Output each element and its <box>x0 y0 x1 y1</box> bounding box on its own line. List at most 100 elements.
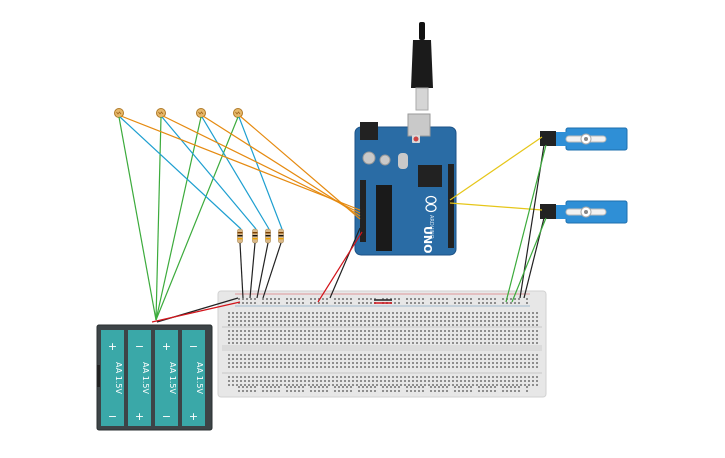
breadboard-hole[interactable] <box>392 334 394 336</box>
breadboard-hole[interactable] <box>296 366 298 368</box>
breadboard-hole[interactable] <box>352 312 354 314</box>
breadboard-hole[interactable] <box>332 320 334 322</box>
breadboard-hole[interactable] <box>508 312 510 314</box>
breadboard-hole[interactable] <box>324 384 326 386</box>
breadboard-hole[interactable] <box>232 324 234 326</box>
breadboard-hole[interactable] <box>492 362 494 364</box>
breadboard-hole[interactable] <box>412 312 414 314</box>
breadboard-hole[interactable] <box>332 334 334 336</box>
breadboard-hole[interactable] <box>406 386 408 388</box>
breadboard-hole[interactable] <box>272 330 274 332</box>
breadboard-hole[interactable] <box>352 330 354 332</box>
breadboard-hole[interactable] <box>444 320 446 322</box>
breadboard-hole[interactable] <box>456 354 458 356</box>
breadboard-hole[interactable] <box>452 334 454 336</box>
breadboard-hole[interactable] <box>314 386 316 388</box>
breadboard-hole[interactable] <box>468 384 470 386</box>
breadboard-hole[interactable] <box>256 354 258 356</box>
breadboard-hole[interactable] <box>270 302 272 304</box>
breadboard-hole[interactable] <box>248 342 250 344</box>
breadboard-hole[interactable] <box>398 302 400 304</box>
breadboard-hole[interactable] <box>336 338 338 340</box>
breadboard-hole[interactable] <box>434 390 436 392</box>
breadboard-hole[interactable] <box>244 376 246 378</box>
breadboard-hole[interactable] <box>358 390 360 392</box>
breadboard-hole[interactable] <box>262 302 264 304</box>
breadboard-hole[interactable] <box>428 330 430 332</box>
breadboard-hole[interactable] <box>424 358 426 360</box>
breadboard-hole[interactable] <box>252 320 254 322</box>
breadboard-hole[interactable] <box>316 338 318 340</box>
breadboard-hole[interactable] <box>428 324 430 326</box>
breadboard-hole[interactable] <box>272 338 274 340</box>
breadboard-hole[interactable] <box>516 316 518 318</box>
breadboard-hole[interactable] <box>248 330 250 332</box>
breadboard-hole[interactable] <box>446 386 448 388</box>
breadboard-hole[interactable] <box>480 358 482 360</box>
breadboard-hole[interactable] <box>292 342 294 344</box>
breadboard-hole[interactable] <box>456 338 458 340</box>
breadboard-hole[interactable] <box>532 358 534 360</box>
breadboard-hole[interactable] <box>284 320 286 322</box>
breadboard-hole[interactable] <box>298 302 300 304</box>
breadboard-hole[interactable] <box>384 312 386 314</box>
breadboard-hole[interactable] <box>392 362 394 364</box>
breadboard-hole[interactable] <box>280 358 282 360</box>
breadboard-hole[interactable] <box>366 302 368 304</box>
breadboard-hole[interactable] <box>440 330 442 332</box>
breadboard-hole[interactable] <box>452 338 454 340</box>
breadboard-hole[interactable] <box>516 330 518 332</box>
breadboard-hole[interactable] <box>296 376 298 378</box>
breadboard-hole[interactable] <box>514 386 516 388</box>
breadboard-hole[interactable] <box>264 354 266 356</box>
breadboard-hole[interactable] <box>500 366 502 368</box>
breadboard-hole[interactable] <box>460 380 462 382</box>
breadboard-hole[interactable] <box>488 366 490 368</box>
breadboard-hole[interactable] <box>412 362 414 364</box>
breadboard-hole[interactable] <box>312 324 314 326</box>
breadboard-hole[interactable] <box>340 380 342 382</box>
breadboard-hole[interactable] <box>528 366 530 368</box>
breadboard-hole[interactable] <box>364 376 366 378</box>
breadboard-hole[interactable] <box>452 358 454 360</box>
breadboard-hole[interactable] <box>520 380 522 382</box>
breadboard-hole[interactable] <box>264 342 266 344</box>
breadboard-hole[interactable] <box>496 380 498 382</box>
breadboard-hole[interactable] <box>428 342 430 344</box>
breadboard-hole[interactable] <box>308 338 310 340</box>
breadboard-hole[interactable] <box>472 342 474 344</box>
breadboard-hole[interactable] <box>244 342 246 344</box>
breadboard-hole[interactable] <box>416 342 418 344</box>
breadboard-hole[interactable] <box>444 362 446 364</box>
breadboard-hole[interactable] <box>380 362 382 364</box>
breadboard-hole[interactable] <box>328 366 330 368</box>
breadboard-hole[interactable] <box>324 330 326 332</box>
breadboard-hole[interactable] <box>300 362 302 364</box>
breadboard-hole[interactable] <box>412 338 414 340</box>
breadboard-hole[interactable] <box>476 334 478 336</box>
breadboard-hole[interactable] <box>494 302 496 304</box>
breadboard-hole[interactable] <box>284 362 286 364</box>
breadboard-hole[interactable] <box>316 342 318 344</box>
breadboard-hole[interactable] <box>508 334 510 336</box>
breadboard-hole[interactable] <box>358 298 360 300</box>
breadboard-hole[interactable] <box>442 390 444 392</box>
breadboard-hole[interactable] <box>332 324 334 326</box>
breadboard-hole[interactable] <box>502 298 504 300</box>
breadboard-hole[interactable] <box>466 298 468 300</box>
breadboard-hole[interactable] <box>310 390 312 392</box>
breadboard-hole[interactable] <box>508 384 510 386</box>
breadboard-hole[interactable] <box>366 390 368 392</box>
breadboard-hole[interactable] <box>240 342 242 344</box>
breadboard-hole[interactable] <box>418 390 420 392</box>
breadboard-hole[interactable] <box>512 384 514 386</box>
breadboard[interactable] <box>217 290 547 398</box>
breadboard-hole[interactable] <box>344 324 346 326</box>
breadboard-hole[interactable] <box>300 366 302 368</box>
breadboard-hole[interactable] <box>228 324 230 326</box>
breadboard-hole[interactable] <box>488 380 490 382</box>
breadboard-hole[interactable] <box>494 386 496 388</box>
breadboard-hole[interactable] <box>248 376 250 378</box>
breadboard-hole[interactable] <box>434 386 436 388</box>
breadboard-hole[interactable] <box>516 384 518 386</box>
